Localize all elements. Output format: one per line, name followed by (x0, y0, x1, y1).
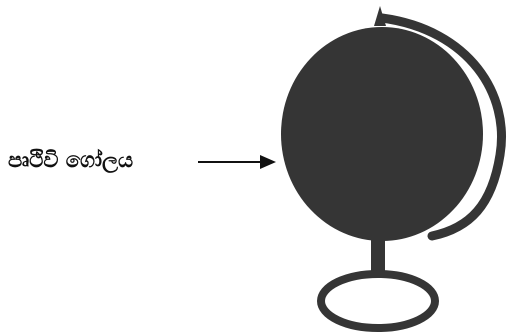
pointer-arrowhead (260, 155, 276, 169)
stand-base (321, 274, 435, 328)
globe-sphere (281, 27, 483, 241)
stand-pole (371, 238, 385, 274)
globe-label: පෘථිවි ගෝලය (8, 145, 133, 175)
